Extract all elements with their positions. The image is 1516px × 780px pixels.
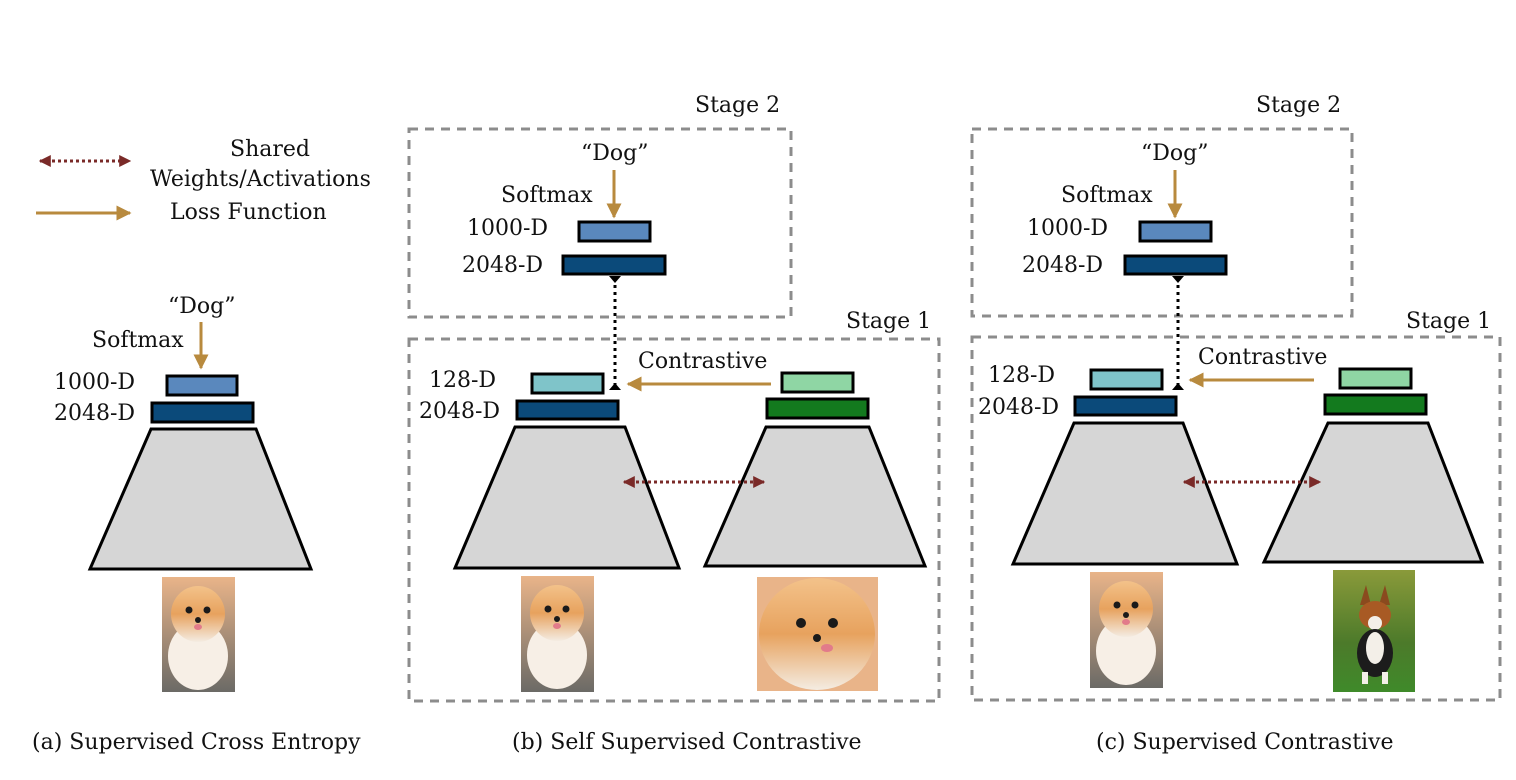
panel-b-right-proj-layer [780,371,855,394]
panel-b-2048d-top-layer [561,254,667,276]
panel-b-stage1-box [407,337,941,703]
panel-b-1000d-layer [577,220,652,243]
panel-c: Stage 2 “Dog” Softmax 1000-D 2048-D Stag… [970,93,1502,755]
panel-c-link-bottom-tri [1172,383,1184,390]
caption-a: (a) Supervised Cross Entropy [32,730,361,755]
panel-b-2048d-label: 2048-D [419,399,500,424]
panel-c-128d-layer [1089,368,1164,391]
panel-c-dog-label: “Dog” [1141,141,1208,166]
panel-c-left-encoder [1010,421,1240,566]
panel-a-encoder [87,427,314,571]
panel-c-link-top-tri [1172,276,1184,283]
panel-c-stage2-label: Stage 2 [1256,93,1341,118]
caption-b: (b) Self Supervised Contrastive [512,730,862,755]
legend-shared-label-1: Shared [230,137,310,162]
panel-b-image-left [521,576,594,692]
panel-a: “Dog” Softmax 1000-D 2048-D (a) Supervis… [32,294,361,755]
panel-c-1000d-label: 1000-D [1027,216,1108,241]
panel-b-128d-label: 128-D [429,368,496,393]
panel-c-128d-label: 128-D [988,363,1055,388]
panel-b-128d-layer [530,372,605,395]
panel-b-stage2-box [407,127,793,319]
panel-c-softmax-label: Softmax [1061,183,1153,208]
panel-a-1000d-label: 1000-D [54,370,135,395]
panel-c-stage2-box [970,127,1354,318]
panel-a-dog-label: “Dog” [168,294,235,319]
panel-a-image [162,577,235,692]
panel-c-2048d-top-layer [1123,254,1228,276]
panel-c-2048d-top-label: 2048-D [1022,253,1103,278]
panel-b-dog-label: “Dog” [581,141,648,166]
panel-b-right-encoder [702,425,928,568]
panel-b-softmax-label: Softmax [501,183,593,208]
panel-a-2048d-label: 2048-D [54,401,135,426]
panel-b-stage2-label: Stage 2 [695,93,780,118]
panel-b-link-top-tri [609,276,621,283]
legend-loss-label: Loss Function [170,200,327,225]
panel-b-link-bottom-tri [609,383,621,390]
panel-c-right-proj-layer [1338,367,1413,390]
panel-a-1000d-layer [165,374,239,397]
legend-shared-label-2: Weights/Activations [150,167,371,192]
caption-c: (c) Supervised Contrastive [1096,730,1394,755]
panel-c-contrastive-label: Contrastive [1198,345,1327,370]
panel-c-right-encoder [1261,421,1485,564]
panel-c-stage1-box [970,335,1502,702]
panel-b-left-encoder [452,425,682,570]
legend: Shared Weights/Activations Loss Function [36,137,371,225]
panel-c-2048d-layer [1073,395,1178,417]
panel-c-1000d-layer [1138,220,1213,243]
panel-b-contrastive-label: Contrastive [638,349,767,374]
panel-b-2048d-top-label: 2048-D [462,253,543,278]
panel-c-stage1-label: Stage 1 [1406,309,1491,334]
panel-c-image-left [1090,572,1163,688]
panel-b-stage1-label: Stage 1 [846,309,931,334]
panel-c-2048d-label: 2048-D [978,395,1059,420]
panel-b-1000d-label: 1000-D [467,216,548,241]
panel-a-softmax-label: Softmax [92,328,184,353]
panel-b-right-2048d-layer [765,397,870,420]
panel-c-image-right [1333,570,1415,692]
panel-a-2048d-layer [150,401,255,424]
panel-b: Stage 2 “Dog” Softmax 1000-D 2048-D Stag… [407,93,941,755]
panel-b-2048d-layer [515,399,620,421]
panel-b-image-right [757,577,878,691]
panel-c-right-2048d-layer [1323,393,1428,416]
